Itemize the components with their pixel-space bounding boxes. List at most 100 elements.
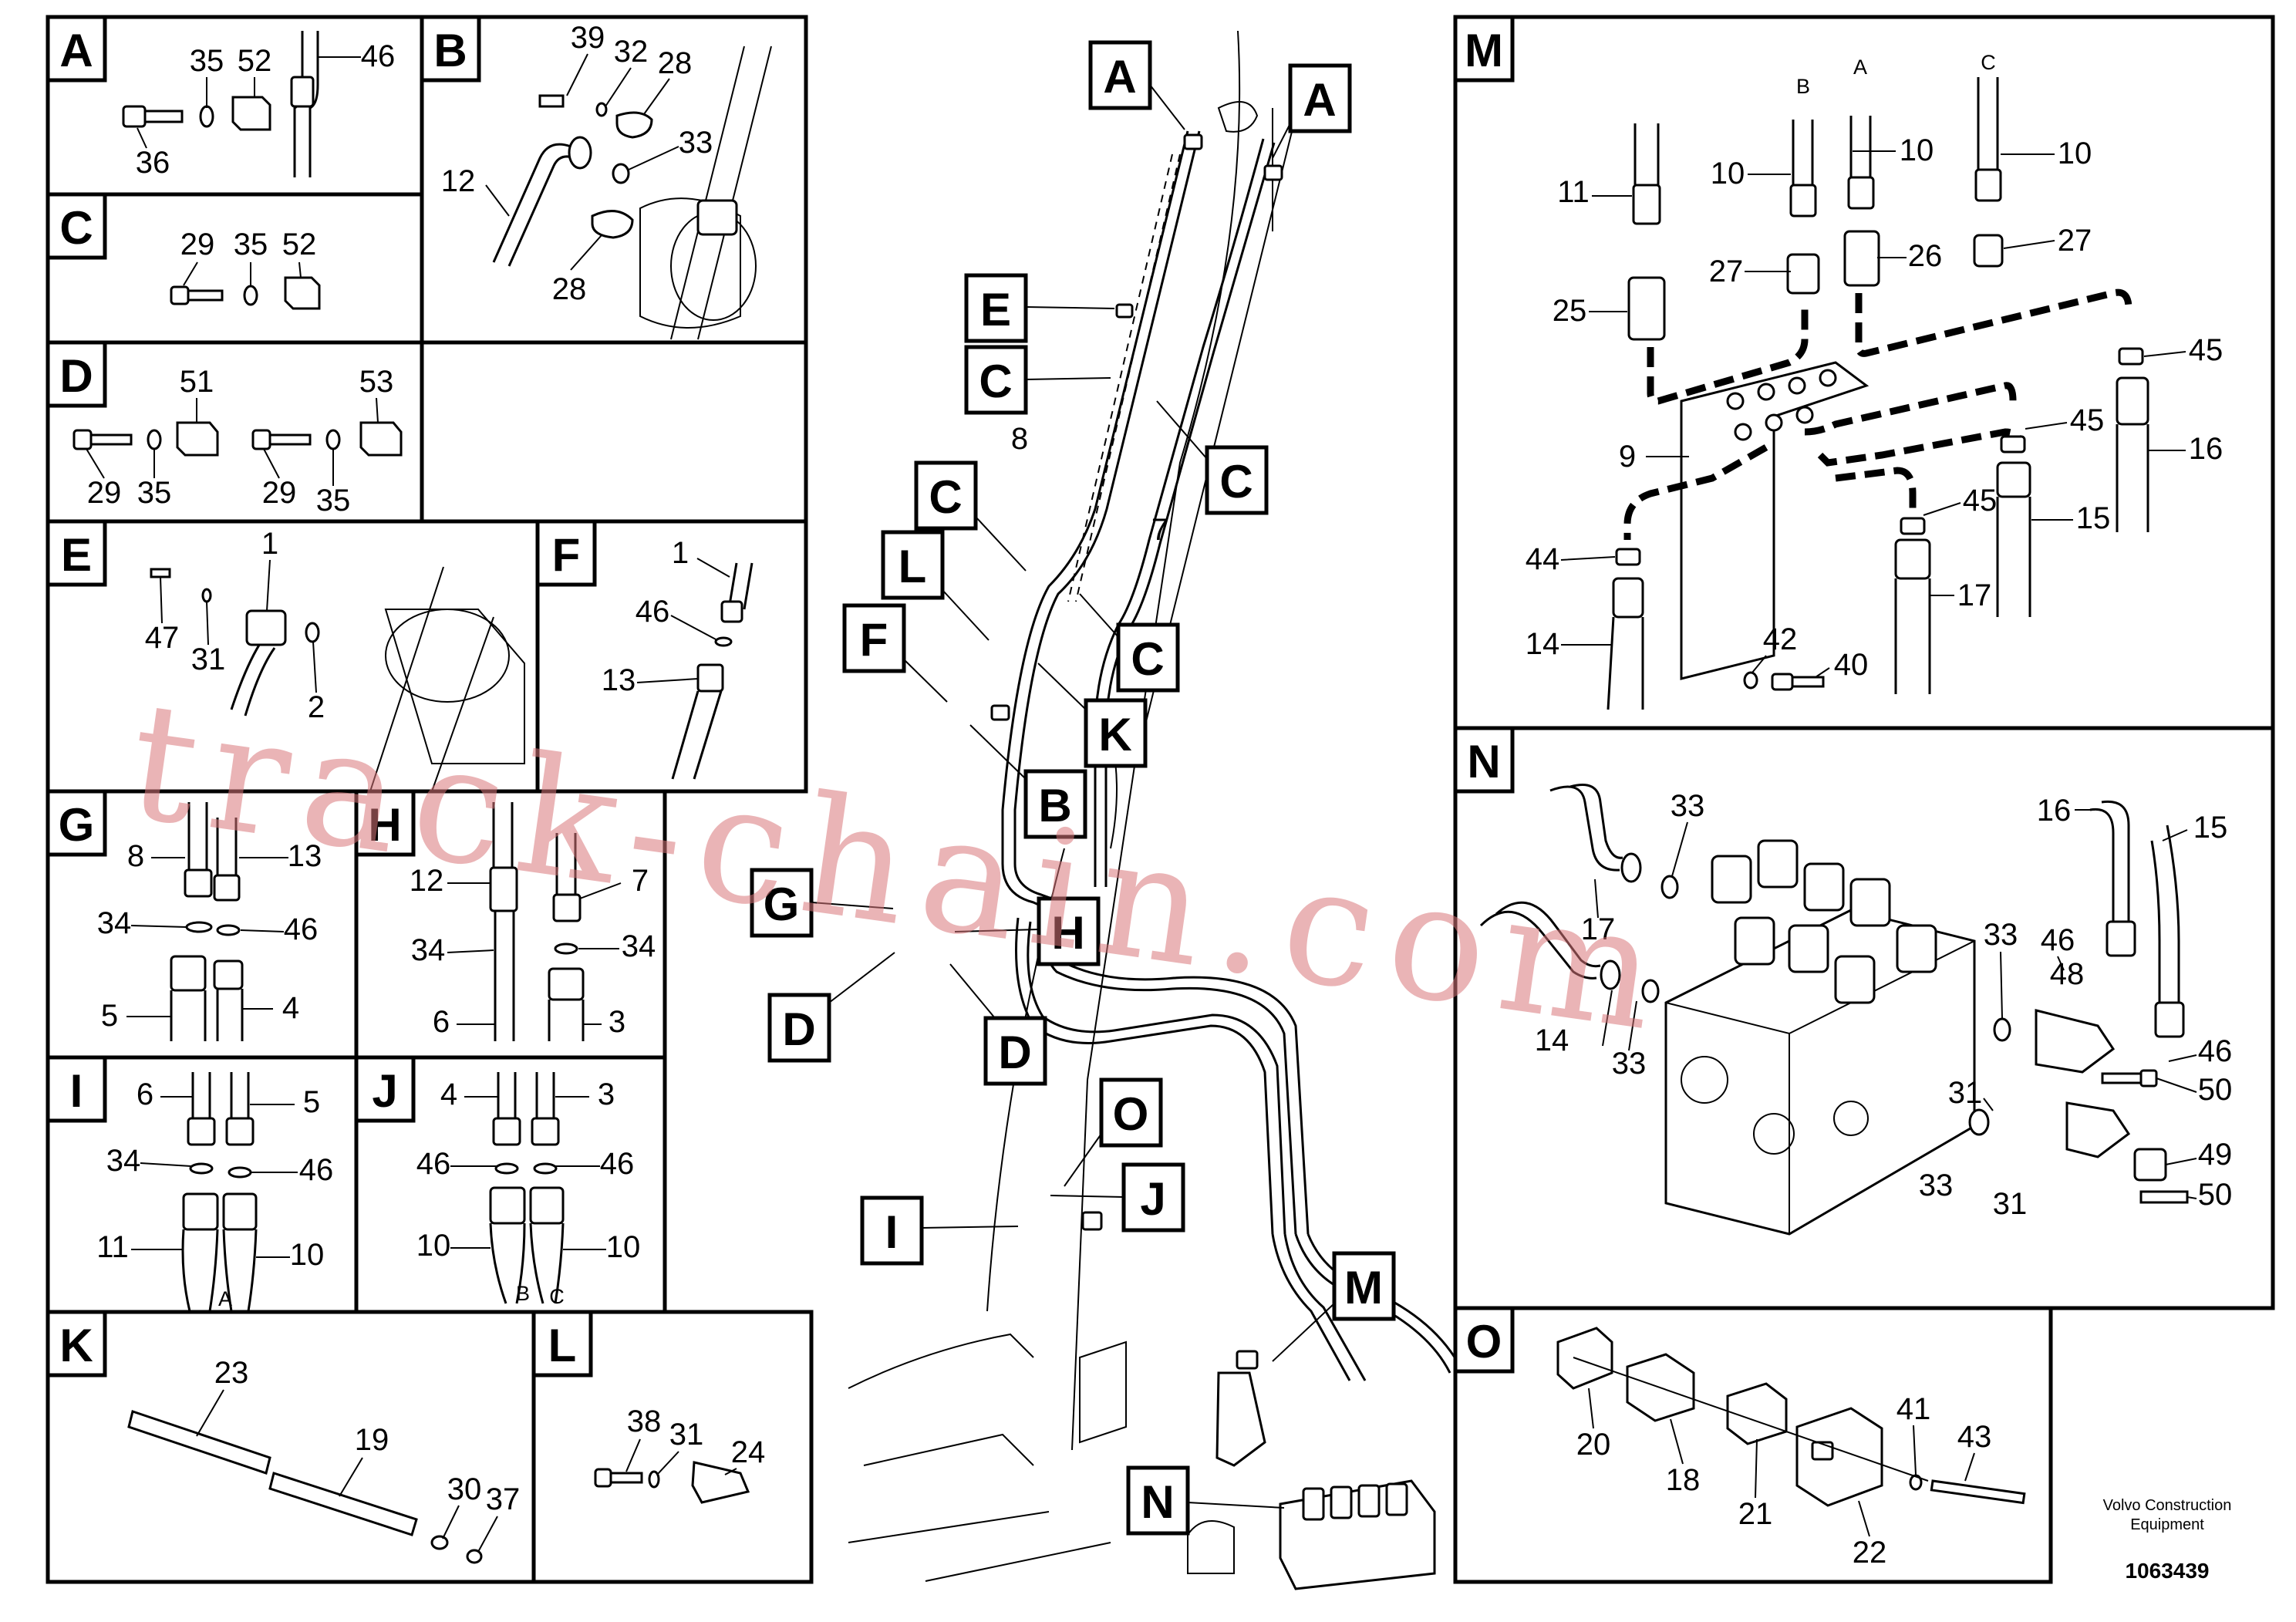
panel-d: D 51 53 29 35 29 35 <box>46 340 403 518</box>
label: 44 <box>1526 542 1560 576</box>
label: 46 <box>636 595 670 629</box>
label: 5 <box>101 999 118 1033</box>
label: 35 <box>234 228 268 261</box>
panel-f: F 1 46 13 <box>535 519 754 780</box>
label: 2 <box>308 690 325 724</box>
label: 10 <box>1900 133 1934 167</box>
label: 45 <box>2189 333 2224 367</box>
label: 11 <box>96 1230 129 1264</box>
clamp-28b <box>591 210 634 239</box>
label: 49 <box>2198 1138 2233 1172</box>
bracket-19 <box>268 1472 418 1536</box>
bolt-36 <box>122 105 147 128</box>
label: A <box>1853 56 1867 79</box>
label: 31 <box>1948 1076 1983 1110</box>
label: 50 <box>2198 1178 2233 1212</box>
panel-a-letter: A <box>59 25 93 76</box>
label: 33 <box>1612 1047 1647 1081</box>
label: 28 <box>552 272 587 306</box>
panel-a: A 35 52 46 36 <box>46 15 396 180</box>
label: 29 <box>87 476 122 510</box>
label: 31 <box>1993 1187 2028 1221</box>
label: B <box>516 1282 530 1305</box>
clamp-20 <box>1556 1327 1613 1390</box>
label: 43 <box>1957 1420 1992 1454</box>
o-ring-33 <box>612 163 630 184</box>
panel-e-letter: E <box>61 529 92 581</box>
clamp-52 <box>231 96 271 131</box>
label: 48 <box>2050 957 2085 991</box>
label: 34 <box>106 1144 141 1178</box>
panel-b: B 39 32 28 33 12 28 <box>420 15 772 340</box>
panel-m-letter: M <box>1465 25 1503 76</box>
callout: C <box>929 471 962 523</box>
label: 35 <box>316 484 351 518</box>
label: 29 <box>262 476 297 510</box>
watermark: track-chain.com <box>119 666 1682 1069</box>
label: 47 <box>145 621 180 655</box>
label: 33 <box>1919 1168 1954 1202</box>
label: 46 <box>2198 1034 2233 1068</box>
panel-b-letter: B <box>433 25 467 76</box>
hose-12 <box>492 143 575 267</box>
label: 8 <box>127 839 144 873</box>
panel-l: L 38 31 24 <box>531 1310 766 1504</box>
callout: M <box>1344 1262 1383 1313</box>
label: 31 <box>191 642 226 676</box>
label: 1 <box>672 536 689 570</box>
panel-o-letter: O <box>1466 1316 1502 1367</box>
main-label: 7 <box>1151 513 1168 547</box>
label: 17 <box>1581 912 1616 946</box>
label: 36 <box>136 146 170 180</box>
panel-n: N 33 16 <box>1453 726 2233 1236</box>
label: 27 <box>2058 224 2092 258</box>
panel-g-letter: G <box>59 799 95 851</box>
label: 31 <box>669 1418 704 1452</box>
label: 20 <box>1576 1428 1611 1462</box>
label: 51 <box>180 365 214 399</box>
label: B <box>1796 75 1810 98</box>
label: 24 <box>731 1435 766 1469</box>
label: 25 <box>1553 294 1587 328</box>
label: 46 <box>361 39 396 73</box>
label: 34 <box>622 929 656 963</box>
label: C <box>1981 51 1996 74</box>
label: 6 <box>137 1077 153 1111</box>
label: 38 <box>627 1404 662 1438</box>
label: A <box>218 1287 232 1310</box>
panel-j: J 4 3 46 46 10 10 B C <box>354 1055 640 1308</box>
fitting <box>568 136 592 170</box>
callout: E <box>980 284 1011 336</box>
label: 32 <box>614 35 649 69</box>
label: 52 <box>282 228 317 261</box>
panel-g: G 8 13 34 46 5 4 <box>46 789 322 1041</box>
label: 17 <box>1957 578 1992 612</box>
label: 23 <box>214 1356 249 1390</box>
panel-e: E 1 47 31 2 <box>46 519 525 792</box>
panel-c: C 29 35 52 <box>46 192 321 310</box>
label: 26 <box>1908 239 1943 273</box>
label: 33 <box>679 126 713 160</box>
label: 5 <box>303 1085 320 1119</box>
label: 15 <box>2076 501 2111 535</box>
main-label: 8 <box>1011 422 1028 456</box>
label: 18 <box>1666 1463 1701 1497</box>
label: 46 <box>284 912 319 946</box>
label: 53 <box>359 365 394 399</box>
label: 27 <box>1709 255 1744 288</box>
left-panel-frames <box>46 15 2275 1584</box>
label: 46 <box>600 1147 635 1181</box>
panel-h: H 12 7 34 34 6 3 <box>354 789 656 1041</box>
callout: A <box>1103 51 1136 103</box>
panel-h-letter: H <box>368 799 401 851</box>
callout: L <box>899 541 927 592</box>
label: 22 <box>1853 1536 1887 1570</box>
block-1 <box>245 609 287 646</box>
panel-d-letter: D <box>59 350 93 402</box>
bolt-shank <box>143 110 184 123</box>
callout: F <box>860 614 888 666</box>
callout: C <box>1131 633 1164 685</box>
label: 15 <box>2193 811 2228 845</box>
label: 46 <box>2041 923 2075 957</box>
panel-l-letter: L <box>548 1320 577 1371</box>
